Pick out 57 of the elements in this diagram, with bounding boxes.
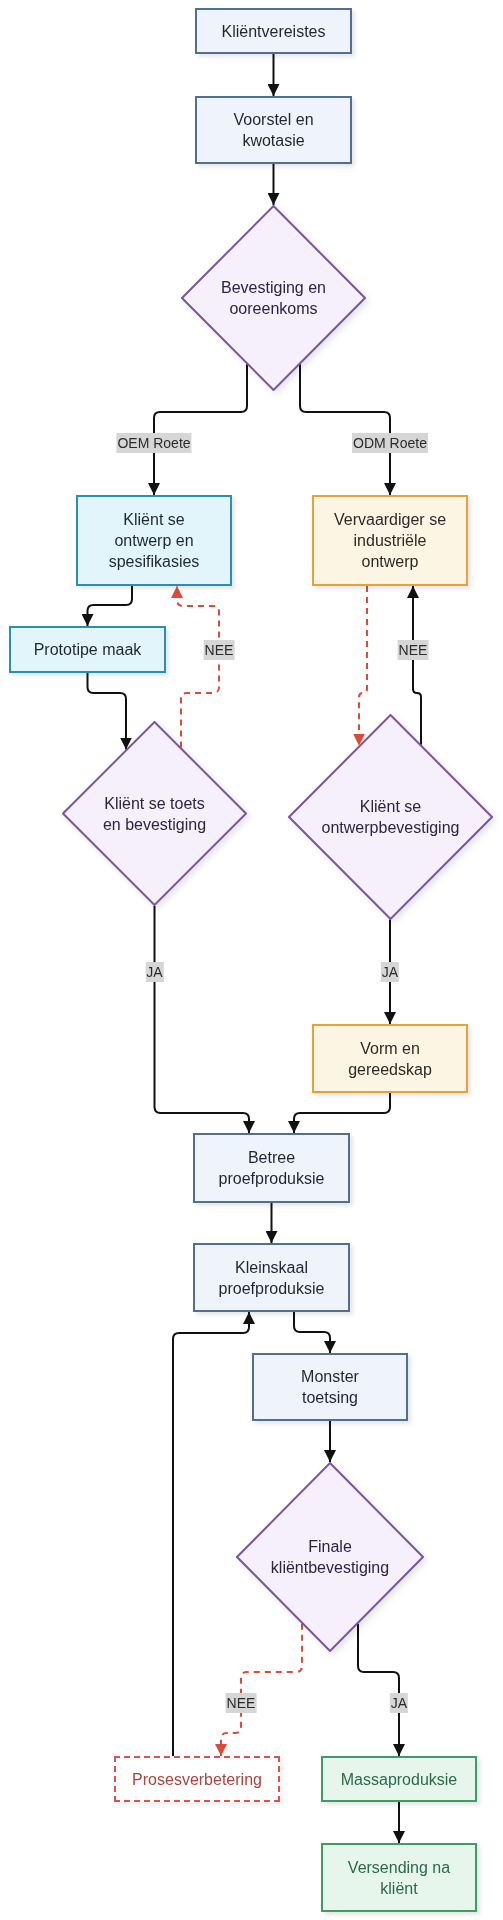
process-box <box>321 1756 477 1802</box>
process-box <box>195 8 352 54</box>
arrow <box>324 1420 336 1463</box>
process-box <box>252 1353 408 1421</box>
decision-text: Kliënt se ontwerpbevestiging <box>320 797 461 838</box>
process-box <box>195 96 352 164</box>
decision-text: Bevestiging en ooreenkoms <box>220 278 327 319</box>
process-box <box>321 1843 477 1912</box>
step-text: Prototipe maak <box>33 640 142 660</box>
step-text: Versending na kliënt <box>346 1857 452 1899</box>
arrow <box>148 363 248 496</box>
step-text: Kliëntvereistes <box>221 21 326 42</box>
process-box <box>76 495 232 586</box>
decision-diamond <box>236 1462 424 1652</box>
dashed-arrow <box>171 585 220 749</box>
decision-diamond <box>288 714 493 920</box>
arrow <box>393 1801 405 1844</box>
dashed-arrow <box>215 1622 303 1757</box>
step-text: Kliënt se ontwerp en spesifikasies <box>107 510 201 572</box>
arrow <box>172 1311 255 1757</box>
edge-label: JA <box>145 962 164 982</box>
arrow <box>267 53 280 97</box>
dashed-arrow <box>353 585 368 747</box>
edge-label: OEM Roete <box>116 433 192 453</box>
arrow <box>407 585 422 746</box>
decision-text: Kliënt se toets en bevestiging <box>101 793 208 835</box>
decision-text: Finale kliëntbevestiging <box>269 1537 391 1578</box>
step-text: Massaproduksie <box>340 1769 458 1790</box>
arrow <box>153 905 255 1134</box>
arrow <box>265 1202 278 1244</box>
step-text: Voorstel en kwotasie <box>232 110 315 151</box>
arrow <box>86 672 132 751</box>
arrow <box>357 1622 405 1757</box>
process-box <box>114 1756 280 1802</box>
process-box <box>312 1024 468 1093</box>
arrow <box>299 363 396 496</box>
decision-diamond <box>181 205 366 391</box>
step-text: Betree proefproduksie <box>217 1148 326 1189</box>
step-text: Vorm en gereedskap <box>347 1038 433 1080</box>
edge-label: JA <box>380 962 400 982</box>
step-text: Kleinskaal proefproduksie <box>217 1257 326 1299</box>
step-text: Vervaardiger se industriële ontwerp <box>332 510 448 572</box>
edge-label: NEE <box>397 640 429 660</box>
process-box <box>193 1133 350 1203</box>
edge-label: ODM Roete <box>352 433 428 453</box>
process-box <box>312 495 468 586</box>
process-box <box>193 1243 350 1312</box>
arrow <box>384 918 396 1025</box>
arrow <box>293 1311 336 1354</box>
edge-label: NEE <box>225 1693 257 1713</box>
decision-diamond <box>62 721 247 906</box>
edge-label: JA <box>389 1693 409 1713</box>
arrow <box>267 163 280 206</box>
edge-label: NEE <box>203 640 235 660</box>
step-text: Prosesverbetering <box>132 1769 262 1790</box>
step-text: Monster toetsing <box>300 1367 360 1408</box>
process-box <box>9 626 166 673</box>
